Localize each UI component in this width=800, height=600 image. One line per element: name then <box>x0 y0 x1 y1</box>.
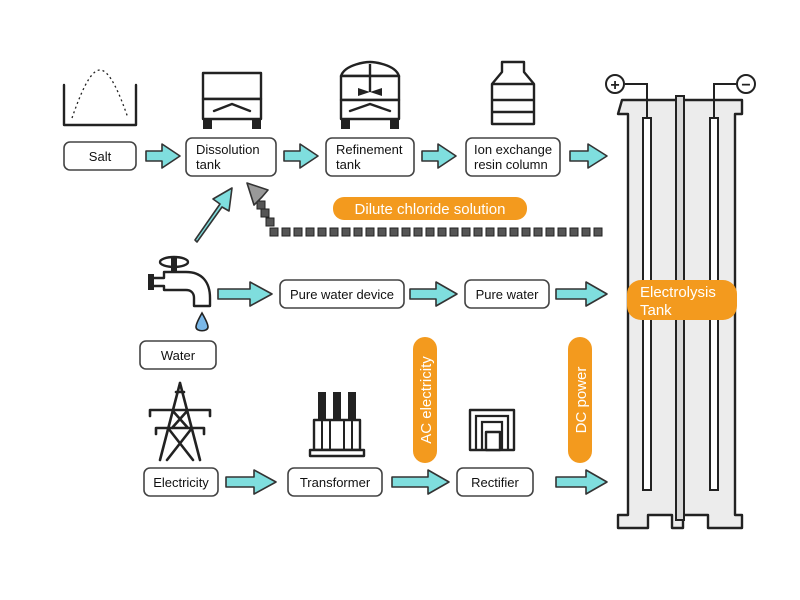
transformer-icon <box>308 392 366 458</box>
electricity-box <box>143 467 219 497</box>
electrolysis-tank-label-line1: Electrolysis <box>640 284 716 301</box>
electrolysis-tank-label-line2: Tank <box>640 302 672 319</box>
ion-exchange-label-line1: Ion exchange <box>474 142 552 157</box>
arrow-dissolution-to-refinement <box>283 143 319 169</box>
electrolysis-tank: + − Electrolysis Tank <box>605 74 756 530</box>
cathode-wire <box>713 83 736 118</box>
pure-water-device-box <box>279 279 405 309</box>
dissolution-tank-box <box>185 137 277 177</box>
water-faucet-icon <box>148 255 212 332</box>
refinement-tank-label-line1: Refinement <box>336 142 403 157</box>
ion-exchange-box <box>465 137 561 177</box>
anode-wire <box>625 83 648 118</box>
refinement-tank-box <box>325 137 415 177</box>
ion-exchange-column-icon <box>490 60 536 126</box>
refinement-tank-icon <box>339 60 401 129</box>
dc-power-label: DC power <box>573 367 590 434</box>
negative-terminal-symbol: − <box>741 77 750 94</box>
salt-box <box>63 141 137 171</box>
refinement-tank-label-line2: tank <box>336 157 361 172</box>
arrow-device-to-pure-water <box>409 281 458 307</box>
transformer-box <box>287 467 383 497</box>
arrow-salt-to-dissolution <box>145 143 181 169</box>
arrow-pure-water-to-tank <box>555 281 608 307</box>
electricity-label: Electricity <box>153 475 209 490</box>
dissolution-tank-label-line1: Dissolution <box>196 142 260 157</box>
pure-water-label: Pure water <box>476 287 540 302</box>
arrow-transformer-to-rectifier <box>391 469 450 495</box>
dc-power-label-bg <box>568 337 592 463</box>
dissolution-tank-label-line2: tank <box>196 157 221 172</box>
pure-water-box <box>464 279 550 309</box>
salt-container-icon <box>62 69 138 127</box>
pure-water-device-label: Pure water device <box>290 287 394 302</box>
salt-label: Salt <box>89 149 112 164</box>
arrow-electricity-to-transformer <box>225 469 277 495</box>
arrow-rectifier-to-tank <box>555 469 608 495</box>
dilute-chloride-return-path <box>256 200 603 237</box>
positive-terminal-symbol: + <box>610 77 619 94</box>
transformer-label: Transformer <box>300 475 371 490</box>
power-tower-icon <box>148 381 212 462</box>
arrow-refinement-to-ion-exchange <box>421 143 457 169</box>
rectifier-box <box>456 467 534 497</box>
arrow-ion-exchange-to-tank <box>569 143 608 169</box>
arrow-water-to-dissolution <box>194 187 233 243</box>
ac-electricity-label-bg <box>413 337 437 463</box>
water-box <box>139 340 217 370</box>
electrolysis-tank-label-bg <box>627 280 737 320</box>
dissolution-tank-icon <box>201 71 263 129</box>
positive-terminal <box>605 74 625 94</box>
ion-exchange-label-line2: resin column <box>474 157 548 172</box>
dilute-chloride-return-arrowhead <box>246 182 269 206</box>
dilute-chloride-label-bg <box>333 197 527 220</box>
rectifier-icon <box>468 408 516 452</box>
arrow-water-to-pure-water-device <box>217 281 273 307</box>
water-label: Water <box>161 348 196 363</box>
rectifier-label: Rectifier <box>471 475 519 490</box>
dilute-chloride-label: Dilute chloride solution <box>355 201 506 218</box>
negative-terminal <box>736 74 756 94</box>
ac-electricity-label: AC electricity <box>418 356 435 444</box>
